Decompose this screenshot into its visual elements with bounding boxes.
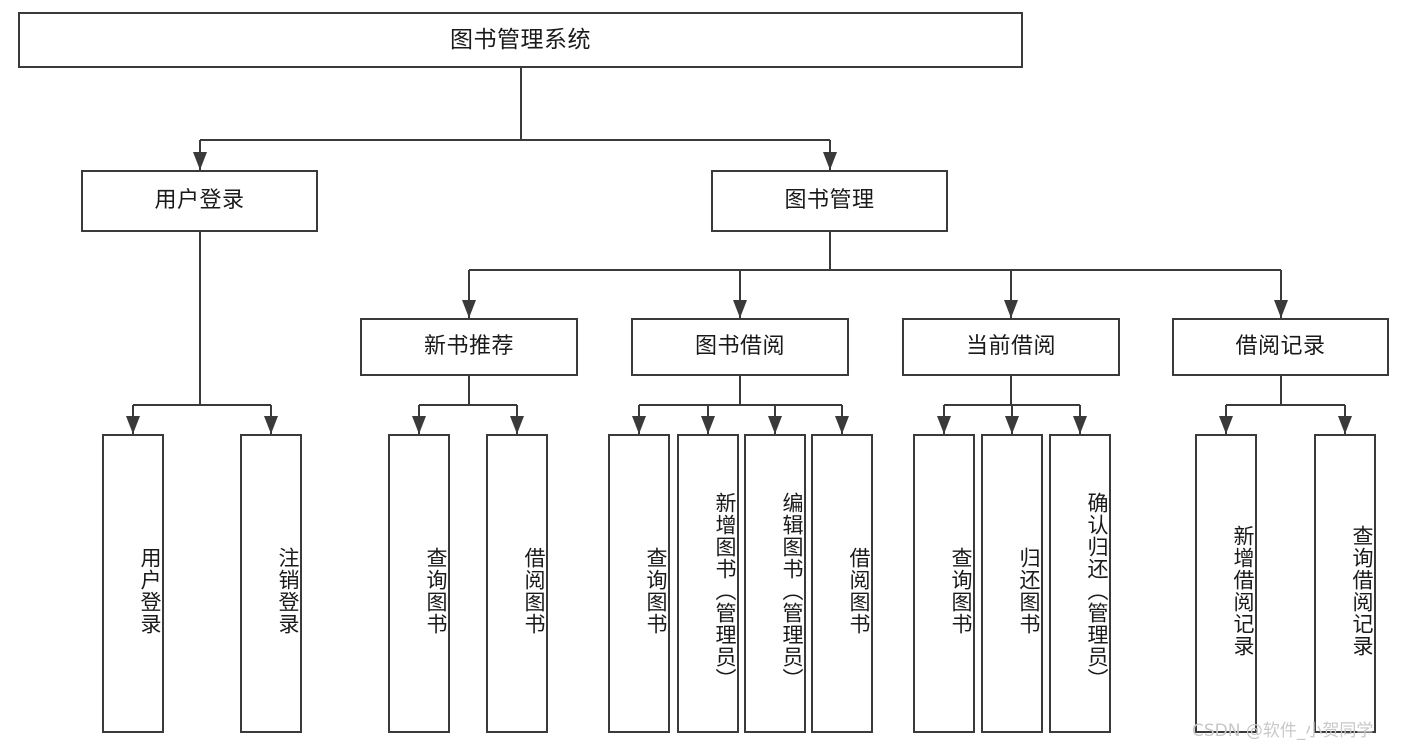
node-label: 图书管理: [784, 188, 875, 214]
arrowhead-to-leaf-query-book-3: [937, 416, 951, 434]
connector-to-current-borrow: [1010, 270, 1012, 318]
arrowhead-to-borrow-record: [1273, 300, 1288, 318]
node-label: 图书借阅: [694, 334, 785, 360]
node-leaf-query-book-2: 查询图书: [608, 434, 670, 733]
node-label: 新增图书（管理员）: [713, 491, 737, 690]
node-leaf-borrow-book-1: 借阅图书: [486, 434, 548, 733]
connector-level3-bus: [469, 269, 1281, 271]
arrowhead-to-leaf-logout: [264, 416, 278, 434]
arrowhead-to-leaf-edit-book-admin: [768, 416, 782, 434]
connector-new-book-recommend-bus: [419, 404, 517, 406]
connector-current-borrow-stem: [1010, 376, 1012, 405]
node-label: 编辑图书（管理员）: [780, 491, 804, 690]
node-label: 借阅记录: [1235, 334, 1326, 360]
arrowhead-to-user-login: [192, 152, 207, 170]
node-label: 当前借阅: [965, 334, 1056, 360]
node-leaf-query-book-3: 查询图书: [913, 434, 975, 733]
node-label: 用户登录: [154, 188, 245, 214]
node-leaf-add-book-admin: 新增图书（管理员）: [677, 434, 739, 733]
arrowhead-to-leaf-query-book-2: [632, 416, 646, 434]
arrowhead-to-leaf-borrow-book-2: [835, 416, 849, 434]
node-label: 查询借阅记录: [1350, 524, 1374, 657]
node-leaf-confirm-return-admin: 确认归还（管理员）: [1049, 434, 1111, 733]
node-label: 查询图书: [644, 546, 668, 635]
connector-root-stem: [519, 68, 522, 140]
connector-user-login-stem: [198, 232, 201, 405]
connector-borrow-record-stem: [1279, 376, 1282, 405]
connector-user-login-bus: [133, 404, 271, 406]
connector-book-borrow-bus: [639, 404, 842, 406]
node-leaf-add-borrow-record: 新增借阅记录: [1195, 434, 1257, 733]
arrowhead-to-current-borrow: [1004, 300, 1018, 318]
node-book-manage: 图书管理: [711, 170, 948, 232]
arrowhead-to-leaf-add-borrow-record: [1219, 416, 1233, 434]
connector-to-book-borrow: [739, 270, 741, 318]
node-label: 归还图书: [1017, 546, 1041, 635]
connector-root-bus: [199, 139, 830, 141]
node-label: 新书推荐: [423, 334, 514, 360]
node-leaf-query-borrow-record: 查询借阅记录: [1314, 434, 1376, 733]
node-label: 查询图书: [949, 546, 973, 635]
node-current-borrow: 当前借阅: [902, 318, 1120, 376]
node-label: 图书管理系统: [450, 26, 591, 53]
connector-book-borrow-stem: [739, 376, 741, 405]
node-label: 借阅图书: [522, 546, 546, 635]
node-label: 新增借阅记录: [1231, 524, 1255, 657]
node-label: 确认归还（管理员）: [1085, 491, 1109, 690]
connector-to-new-book-recommend: [468, 270, 470, 318]
arrowhead-to-leaf-user-login: [126, 416, 140, 434]
node-leaf-logout: 注销登录: [240, 434, 302, 733]
node-user-login: 用户登录: [81, 170, 318, 232]
arrowhead-to-book-manage: [822, 152, 837, 170]
node-borrow-record: 借阅记录: [1172, 318, 1389, 376]
node-label: 查询图书: [424, 546, 448, 635]
node-leaf-query-book-1: 查询图书: [388, 434, 450, 733]
arrowhead-to-leaf-add-book-admin: [701, 416, 715, 434]
node-label: 用户登录: [138, 546, 162, 635]
connector-book-manage-stem: [828, 232, 831, 270]
node-label: 借阅图书: [847, 546, 871, 635]
arrowhead-to-leaf-query-book-1: [412, 416, 426, 434]
node-leaf-edit-book-admin: 编辑图书（管理员）: [744, 434, 806, 733]
node-label: 注销登录: [276, 546, 300, 635]
node-root: 图书管理系统: [18, 12, 1023, 68]
node-book-borrow: 图书借阅: [631, 318, 849, 376]
arrowhead-to-leaf-borrow-book-1: [510, 416, 524, 434]
node-leaf-borrow-book-2: 借阅图书: [811, 434, 873, 733]
arrowhead-to-new-book-recommend: [462, 300, 476, 318]
node-new-book-recommend: 新书推荐: [360, 318, 578, 376]
connector-borrow-record-bus: [1226, 404, 1345, 406]
connector-new-book-recommend-stem: [468, 376, 470, 405]
arrowhead-to-leaf-return-book: [1005, 416, 1019, 434]
node-leaf-user-login: 用户登录: [102, 434, 164, 733]
arrowhead-to-book-borrow: [733, 300, 747, 318]
arrowhead-to-leaf-confirm-return-admin: [1073, 416, 1087, 434]
connector-to-borrow-record: [1279, 270, 1282, 318]
node-leaf-return-book: 归还图书: [981, 434, 1043, 733]
arrowhead-to-leaf-query-borrow-record: [1338, 416, 1352, 434]
